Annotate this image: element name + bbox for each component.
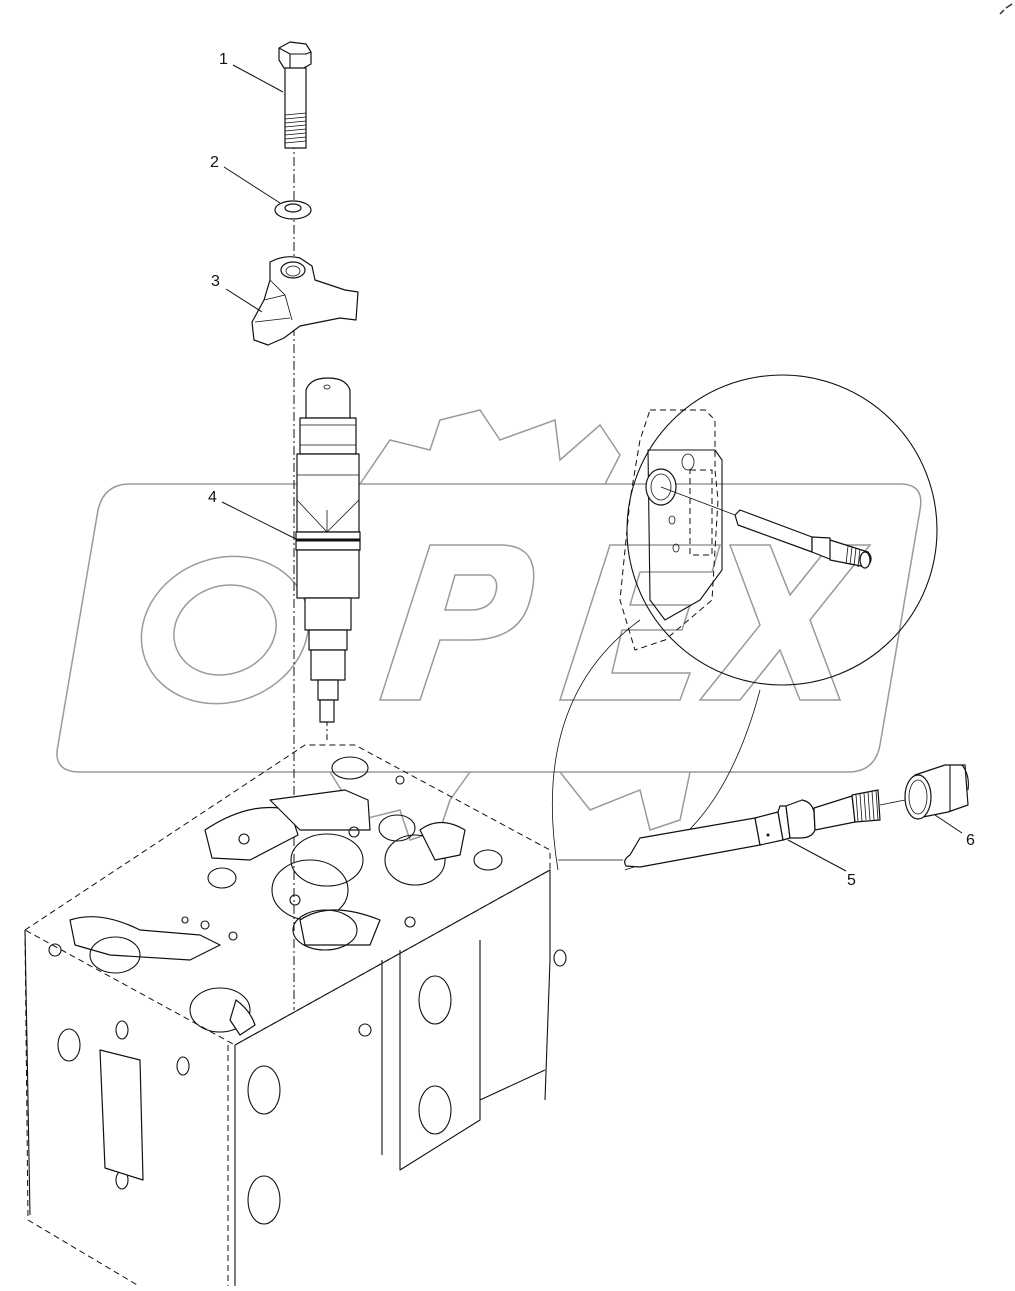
callout-3: 3 [211, 273, 220, 290]
callout-1: 1 [219, 51, 228, 68]
washer-part[interactable] [274, 200, 312, 220]
cylinder-head-part[interactable] [24, 744, 567, 1291]
connector-pipe-part[interactable] [558, 789, 906, 868]
inset-connector-line [551, 619, 641, 871]
pressure-nut-part[interactable] [904, 764, 969, 820]
clamp-part[interactable] [251, 256, 359, 346]
callout-6: 6 [966, 832, 975, 849]
bolt-part[interactable] [278, 41, 312, 149]
detail-inset [619, 374, 938, 686]
corner-mark [999, 3, 1013, 15]
callout-4: 4 [208, 489, 217, 506]
callout-leaders [221, 64, 963, 872]
injector-part[interactable] [295, 377, 361, 723]
callout-2: 2 [210, 154, 219, 171]
callout-5: 5 [847, 872, 856, 889]
watermark-logo [56, 409, 922, 841]
